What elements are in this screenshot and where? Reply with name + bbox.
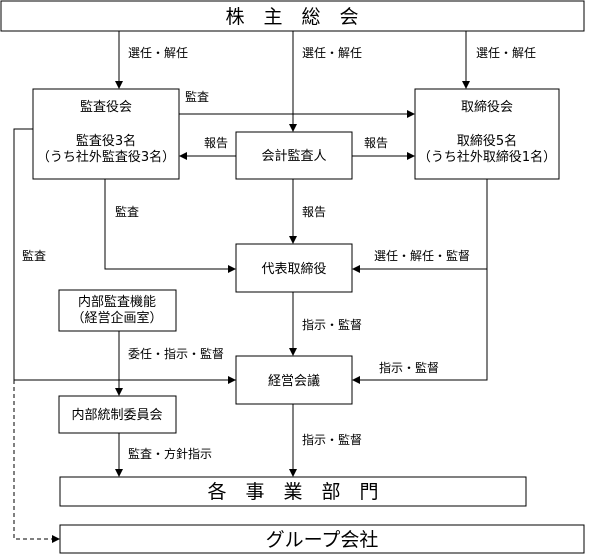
label-report-right: 報告	[364, 136, 388, 150]
arrow-down-icon	[115, 469, 123, 477]
arrow-right-icon	[52, 535, 60, 543]
management-meeting-title: 経営会議	[268, 374, 320, 389]
internal-audit-dept: （経営企画室）	[71, 310, 162, 326]
departments-title: 各 事 業 部 門	[207, 481, 378, 503]
arrow-down-icon	[115, 388, 123, 396]
label-report-down: 報告	[302, 205, 326, 219]
box-shareholders-meeting: 株 主 総 会	[0, 0, 585, 32]
box-internal-audit: 内部監査機能 （経営企画室）	[58, 289, 177, 332]
line-dashed-to-group	[13, 380, 52, 540]
arrow-down-icon	[289, 348, 297, 356]
shareholders-title: 株 主 総 会	[225, 6, 358, 28]
board-title: 取締役会	[461, 99, 513, 115]
box-group-companies: グループ会社	[59, 524, 585, 554]
label-audit-far-left: 監査	[22, 248, 46, 263]
arrow-right-icon	[407, 110, 415, 118]
representative-director-title: 代表取締役	[261, 261, 326, 277]
arrow-down-icon	[462, 81, 470, 89]
box-business-departments: 各 事 業 部 門	[59, 476, 527, 507]
arrow-left-icon	[352, 265, 360, 273]
label-audit-to-board: 監査	[185, 89, 209, 104]
box-internal-control-committee: 内部統制委員会	[58, 395, 177, 434]
label-audit-to-rep: 監査	[115, 204, 139, 219]
line-management-to-committee	[118, 379, 236, 388]
internal-audit-title: 内部監査機能	[78, 294, 156, 310]
board-members: 取締役5名	[457, 133, 517, 149]
arrow-left-icon	[179, 152, 187, 160]
label-instruct-supervise-rep: 指示・監督	[302, 317, 362, 332]
line-board-to-management	[360, 269, 488, 381]
audit-board-external: （うち社外監査役3名）	[37, 149, 175, 165]
board-external: （うち社外取締役1名）	[418, 149, 556, 165]
accounting-auditor-title: 会計監査人	[261, 148, 326, 164]
edge-labels: 選任・解任 選任・解任 選任・解任 監査 報告 報告 監査 報告 選任・解任・監…	[22, 46, 536, 461]
label-elect-dismiss-center: 選任・解任	[302, 46, 362, 60]
label-elect-dismiss-right: 選任・解任	[476, 46, 536, 60]
box-representative-director: 代表取締役	[235, 243, 353, 293]
label-audit-policy-instruct: 監査・方針指示	[128, 446, 212, 461]
label-report-left: 報告	[204, 136, 228, 150]
arrow-left-icon	[352, 376, 360, 384]
arrow-down-icon	[289, 124, 297, 132]
label-elect-dismiss-supervise: 選任・解任・監督	[374, 248, 470, 263]
label-delegate-instruct-supervise: 委任・指示・監督	[128, 346, 224, 361]
connector-lines	[13, 31, 488, 543]
arrow-down-icon	[289, 469, 297, 477]
box-audit-board: 監査役会 監査役3名 （うち社外監査役3名）	[32, 88, 180, 180]
arrow-down-icon	[289, 236, 297, 244]
arrow-right-icon	[228, 265, 236, 273]
box-accounting-auditor: 会計監査人	[235, 131, 353, 180]
label-instruct-supervise-mgmt: 指示・監督	[302, 432, 362, 447]
box-board-of-directors: 取締役会 取締役5名 （うち社外取締役1名）	[414, 88, 560, 180]
arrow-down-icon	[115, 81, 123, 89]
line-audit-to-representative	[104, 179, 228, 270]
group-companies-title: グループ会社	[266, 529, 379, 551]
box-management-meeting: 経営会議	[235, 355, 353, 405]
arrow-right-icon	[407, 152, 415, 160]
label-instruct-supervise-board: 指示・監督	[379, 360, 439, 375]
audit-board-members: 監査役3名	[76, 133, 136, 149]
label-elect-dismiss-left: 選任・解任	[128, 46, 188, 60]
audit-board-title: 監査役会	[80, 99, 132, 115]
internal-control-committee-title: 内部統制委員会	[71, 407, 162, 423]
